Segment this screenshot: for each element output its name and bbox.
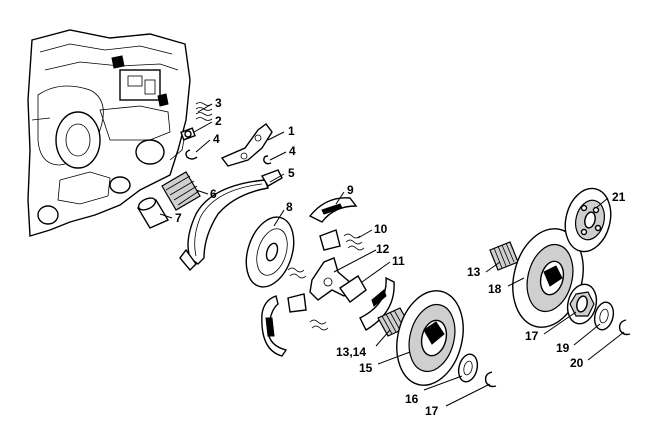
rim-sprocket-part-18: [566, 283, 598, 325]
callout-1: 1: [288, 124, 295, 138]
clip-part-4-right: [263, 155, 272, 165]
callout-5: 5: [288, 166, 295, 180]
callout-15: 15: [359, 361, 373, 375]
callout-7: 7: [175, 211, 182, 225]
clutch-drum-part-19: [512, 228, 584, 328]
clutch-block-part-11: [339, 275, 367, 303]
callout-labels: 1 2 3 4 4 5 6 7 8 9 10 11 12 13 13,14 15…: [175, 96, 626, 418]
spring-small-center: [287, 267, 307, 279]
e-clip-part-17-lower: [484, 371, 497, 388]
washer-part-8: [245, 216, 295, 288]
clip-part-4-left: [185, 149, 198, 160]
e-clip-part-17-right: [618, 319, 631, 336]
clutch-shoe-part-9: [308, 197, 358, 223]
callout-3: 3: [215, 96, 222, 110]
callout-20: 19: [556, 341, 570, 355]
spring-small-lower: [309, 319, 329, 331]
spring-part-6: [161, 171, 201, 211]
callout-6: 6: [210, 187, 217, 201]
callout-13-14: 13,14: [336, 345, 366, 359]
callout-10: 10: [374, 222, 388, 236]
lever-part-1: [220, 123, 273, 167]
clutch-block-upper: [319, 229, 341, 251]
callout-4-right: 4: [289, 144, 296, 158]
bolt-part-2: [180, 127, 196, 141]
sleeve-part-7: [136, 197, 170, 229]
brake-band-part-5: [179, 169, 283, 272]
clutch-shoe-lower-left: [261, 295, 288, 357]
callout-16: 16: [405, 392, 419, 406]
callout-8: 8: [286, 200, 293, 214]
callout-11: 11: [392, 254, 405, 268]
callout-13-upper: 13: [467, 265, 481, 279]
clutch-shoe-lower-right: [359, 276, 395, 331]
leader-lines: [159, 103, 625, 407]
engine-housing: [27, 29, 191, 237]
callout-9: 9: [347, 183, 354, 197]
callout-4-left: 4: [213, 132, 220, 146]
callout-2: 2: [215, 114, 222, 128]
washer-part-20: [593, 301, 615, 331]
callout-17-right: 20: [570, 356, 584, 370]
callout-21: 21: [612, 190, 626, 204]
clutch-block-lower: [287, 293, 307, 313]
callout-18: 17: [525, 329, 539, 343]
callout-17-lower: 17: [425, 404, 439, 418]
spring-part-10: [343, 233, 365, 251]
callout-12: 12: [376, 242, 390, 256]
sprocket-part-21: [564, 187, 612, 253]
clutch-drum-part-15: [396, 290, 464, 386]
washer-part-16: [457, 353, 479, 383]
callout-19: 18: [488, 282, 502, 296]
